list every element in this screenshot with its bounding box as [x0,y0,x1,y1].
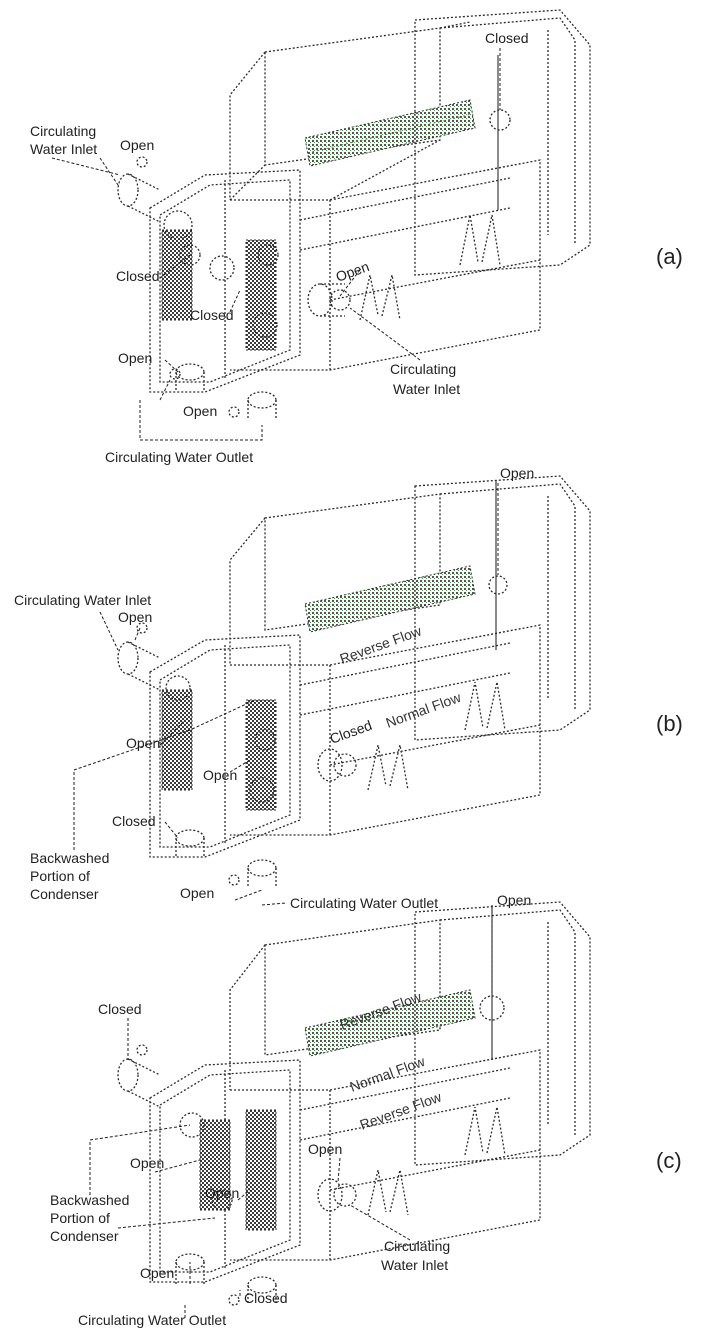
label-open-bottom-c: Open [140,1265,174,1281]
leader-lines-c [89,910,493,1318]
label-closed-left-a: Closed [116,268,160,284]
callouts-c: Open Closed Reverse Flow Normal Flow Rev… [50,892,531,1328]
panel-label-b: (b) [656,711,683,736]
label-open-bottom-left-a: Open [118,350,152,366]
panel-b: Circulating Water Inlet Open Open Revers… [14,465,683,911]
label-open-right-c: Open [308,1141,342,1157]
label-inlet-left-a-2: Water Inlet [30,141,97,157]
label-open-top-right-b: Open [500,465,534,481]
label-open-bottom-center-a: Open [183,403,217,419]
label-inlet-c-1: Circulating [384,1238,450,1254]
label-outlet-c: Circulating Water Outlet [78,1312,226,1328]
panel-label-a: (a) [656,244,683,269]
label-inlet-right-a-1: Circulating [390,361,456,377]
label-backwashed-b-3: Condenser [30,886,99,902]
label-open-top-left-b: Open [118,609,152,625]
condenser-drawing-b [117,475,591,888]
label-closed-bottom-c: Closed [244,1290,288,1306]
label-open-left-c: Open [130,1155,164,1171]
label-open-center-c: Open [205,1185,239,1201]
tube-sheet-b [161,689,193,791]
tube-bundle-b [304,565,476,633]
label-open-left-b: Open [126,735,160,751]
label-backwashed-c-3: Condenser [50,1228,119,1244]
label-open-right-a: Open [334,258,372,285]
label-open-bottom-b: Open [180,885,214,901]
label-backwashed-c-1: Backwashed [50,1192,129,1208]
label-inlet-b: Circulating Water Inlet [14,592,151,608]
condenser-drawing-c [117,901,591,1306]
panel-c: Open Closed Reverse Flow Normal Flow Rev… [50,892,682,1328]
label-outlet-a: Circulating Water Outlet [105,449,253,465]
label-normal-flow-b: Normal Flow [384,689,464,731]
label-inlet-right-a-2: Water Inlet [393,381,460,397]
label-open-top-right-c: Open [497,892,531,908]
label-inlet-left-a-1: Circulating [30,123,96,139]
label-normal-flow-c: Normal Flow [348,1053,428,1095]
panel-a: Circulating Water Inlet Open Closed Clos… [30,9,683,465]
label-open-top-left-a: Open [120,137,154,153]
label-open-center-b: Open [203,767,237,783]
panel-label-c: (c) [656,1148,682,1173]
label-closed-top-right-a: Closed [485,30,529,46]
condenser-drawing-a [117,9,591,420]
label-reverse-flow-c: Reverse Flow [358,1088,445,1133]
label-closed-center-b: Closed [328,717,374,747]
label-reverse-flow-b: Reverse Flow [338,622,425,667]
leader-lines-a [51,48,501,441]
label-closed-center-a: Closed [190,307,234,323]
tube-sheet-c [199,1119,231,1211]
label-inlet-c-2: Water Inlet [381,1257,448,1273]
label-backwashed-c-2: Portion of [50,1210,110,1226]
callouts-a: Circulating Water Inlet Open Closed Clos… [30,30,529,465]
leader-lines-b [73,483,499,906]
label-backwashed-b-2: Portion of [30,868,90,884]
label-closed-top-left-c: Closed [98,1001,142,1017]
label-backwashed-b-1: Backwashed [30,850,109,866]
label-closed-left-b: Closed [112,813,156,829]
label-outlet-b: Circulating Water Outlet [290,895,438,911]
callouts-b: Circulating Water Inlet Open Open Revers… [14,465,534,911]
tube-sheet-a [161,229,193,321]
